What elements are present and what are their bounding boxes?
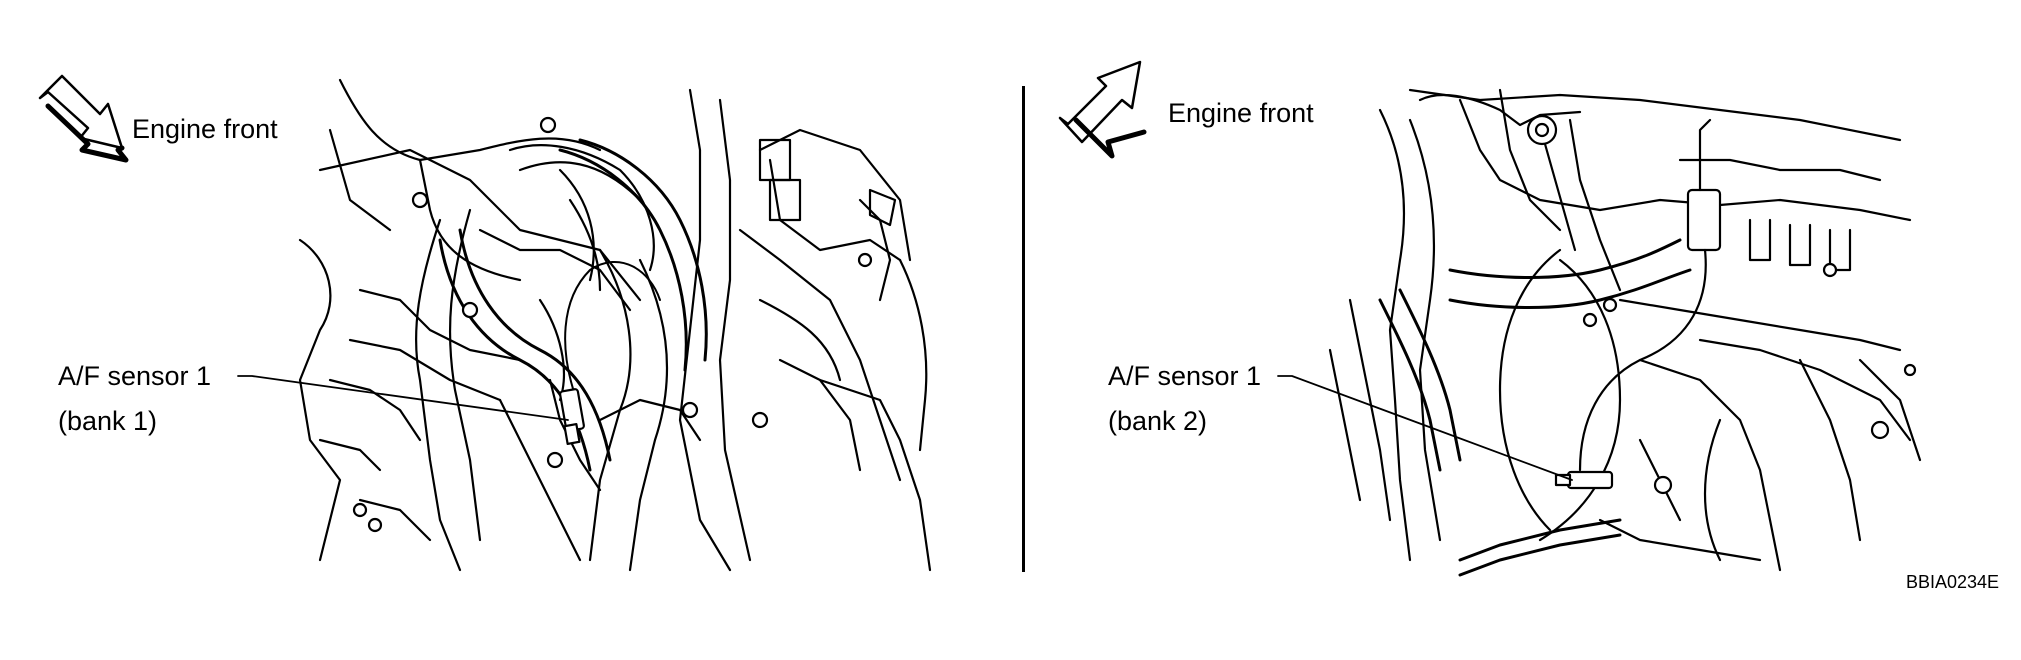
left-panel: Engine front A/F sensor 1 (bank 1) xyxy=(0,0,1010,660)
right-engine-front-label: Engine front xyxy=(1168,98,1314,128)
arrow-down-right-icon xyxy=(38,74,129,163)
left-sensor-label-line2: (bank 1) xyxy=(58,406,158,436)
left-sensor-label-line1: A/F sensor 1 xyxy=(58,361,212,391)
right-panel: Engine front A/F sensor 1 (bank 2) BBIA0… xyxy=(1010,0,2021,660)
right-engine-drawing xyxy=(1328,88,1922,577)
arrow-up-right-icon xyxy=(1058,60,1147,159)
left-engine-drawing xyxy=(298,78,932,572)
right-sensor-label-line2: (bank 2) xyxy=(1108,406,1208,436)
right-leader-line xyxy=(1277,375,1573,481)
figure-code: BBIA0234E xyxy=(1906,572,2000,592)
left-engine-front-label: Engine front xyxy=(132,114,278,144)
panel-divider xyxy=(1022,86,1025,572)
left-leader-line xyxy=(237,375,569,421)
right-sensor-label-line1: A/F sensor 1 xyxy=(1108,361,1262,391)
